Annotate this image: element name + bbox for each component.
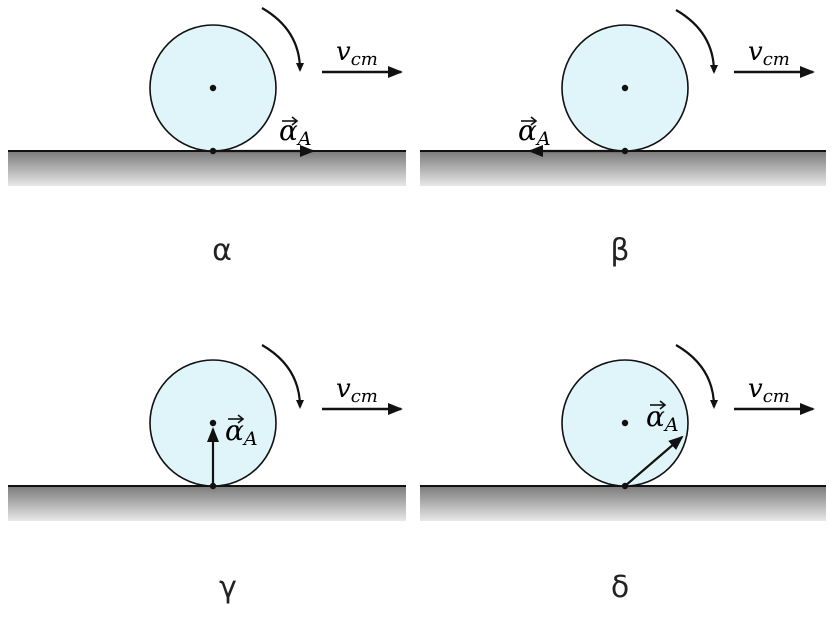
panel-caption: γ xyxy=(219,570,237,605)
center-dot xyxy=(621,84,629,92)
rotation-arrow-icon xyxy=(675,9,718,74)
ground xyxy=(8,151,406,186)
panel-c: vcm αA γ xyxy=(8,344,406,605)
center-dot xyxy=(621,419,629,427)
svg-text:αA: αA xyxy=(225,414,258,450)
velocity-label: vcm xyxy=(336,37,378,70)
velocity-label: vcm xyxy=(748,374,790,407)
acceleration-label: αA xyxy=(518,114,551,150)
center-dot xyxy=(209,419,217,427)
acceleration-label: αA xyxy=(225,414,258,450)
ground xyxy=(420,151,826,186)
panel-caption: β xyxy=(610,233,629,268)
svg-text:αA: αA xyxy=(279,114,312,150)
panel-a: vcm αA α xyxy=(8,7,406,268)
panel-b: vcm αA β xyxy=(420,9,826,268)
panel-caption: δ xyxy=(611,570,629,605)
svg-text:αA: αA xyxy=(646,400,679,436)
velocity-label: vcm xyxy=(336,374,378,407)
ground xyxy=(8,486,406,521)
rotation-arrow-icon xyxy=(261,7,304,72)
velocity-label: vcm xyxy=(748,37,790,70)
ground xyxy=(420,486,826,521)
rotation-arrow-icon xyxy=(261,344,304,409)
acceleration-label: αA xyxy=(279,114,312,150)
acceleration-label: αA xyxy=(646,400,679,436)
panel-d: vcm αA δ xyxy=(420,344,826,605)
panel-caption: α xyxy=(212,233,232,268)
rotation-arrow-icon xyxy=(675,344,718,409)
acceleration-arrow-icon xyxy=(624,435,684,487)
center-dot xyxy=(209,84,217,92)
svg-text:αA: αA xyxy=(518,114,551,150)
